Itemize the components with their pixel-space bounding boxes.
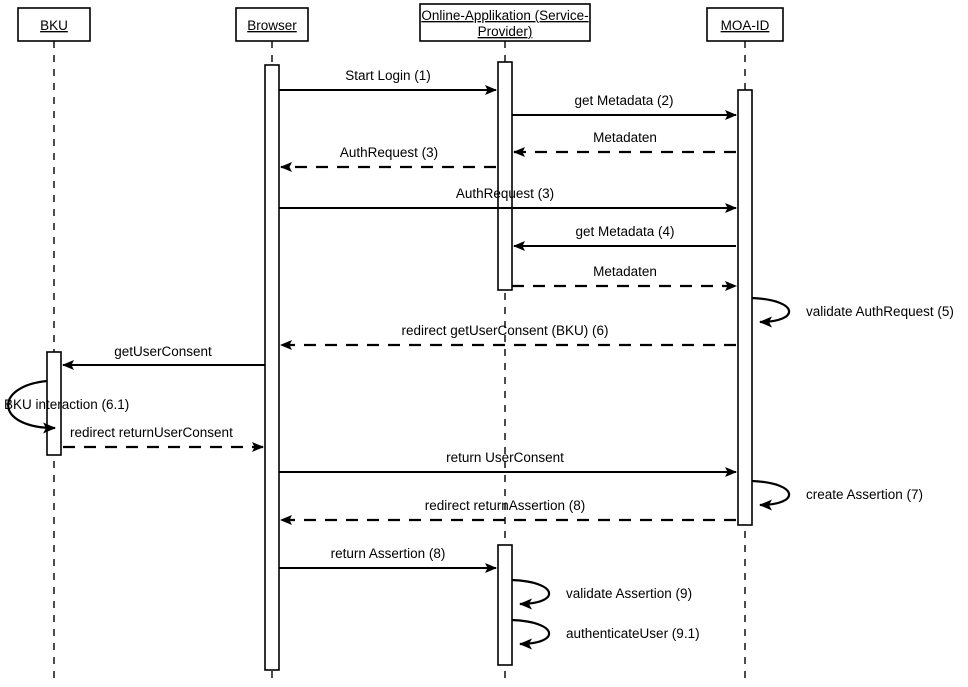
message-label-get-metadata-2: get Metadata (2) [574, 93, 673, 108]
activation-sp-second [497, 544, 513, 666]
participant-label-bku: BKU [40, 18, 68, 33]
message-label-redirect-getuserconsent: redirect getUserConsent (BKU) (6) [401, 323, 608, 338]
activation-moaid [737, 89, 753, 526]
participant-label-moaid: MOA-ID [721, 18, 770, 33]
participant-label-sp-line1: Online-Applikation (Service- [421, 8, 588, 23]
message-label-authrequest-3-to-browser: AuthRequest (3) [340, 145, 438, 160]
message-labels-group: Start Login (1) get Metadata (2) Metadat… [70, 68, 675, 561]
messages-group [62, 85, 737, 573]
message-label-redirect-returnassertion: redirect returnAssertion (8) [425, 498, 586, 513]
participant-box-sp [419, 3, 591, 42]
message-label-metadaten-1: Metadaten [593, 130, 657, 145]
selfloop-label-create-assertion: create Assertion (7) [806, 487, 923, 502]
selfloop-label-authenticate-user: authenticateUser (9.1) [566, 626, 700, 641]
participant-box-browser [235, 7, 309, 42]
message-label-get-metadata-4: get Metadata (4) [575, 224, 674, 239]
participant-box-bku [17, 7, 91, 42]
message-label-getuserconsent: getUserConsent [114, 344, 212, 359]
message-label-start-login: Start Login (1) [345, 68, 431, 83]
message-label-authrequest-3-to-moaid: AuthRequest (3) [456, 186, 554, 201]
selfloop-create-assertion [751, 479, 791, 511]
selfloop-authenticate-user [511, 618, 551, 650]
message-label-redirect-returnuserconsent: redirect returnUserConsent [70, 425, 233, 440]
participant-browser[interactable]: Browser [235, 7, 309, 42]
self-message-labels-group: validate AuthRequest (5) BKU interaction… [4, 304, 954, 641]
participant-sp[interactable]: Online-Applikation (Service- Provider) [419, 3, 591, 42]
self-message-loops-group [7, 296, 791, 650]
participant-box-moaid [706, 7, 784, 42]
message-label-return-userconsent: return UserConsent [446, 450, 564, 465]
activation-sp-first [497, 61, 513, 291]
activation-bars-group [46, 61, 753, 671]
participant-label-sp-line2: Provider) [478, 24, 533, 39]
participant-label-browser: Browser [247, 18, 297, 33]
activation-browser [264, 64, 280, 671]
participant-headers-group: BKU Browser Online-Applikation (Service-… [17, 3, 784, 42]
selfloop-validate-authrequest [751, 296, 791, 328]
participant-moaid[interactable]: MOA-ID [706, 7, 784, 42]
message-label-metadaten-2: Metadaten [593, 264, 657, 279]
selfloop-validate-assertion [511, 578, 551, 610]
selfloop-label-bku-interaction: BKU interaction (6.1) [4, 397, 129, 412]
message-label-return-assertion: return Assertion (8) [331, 546, 446, 561]
participant-bku[interactable]: BKU [17, 7, 91, 42]
selfloop-label-validate-assertion: validate Assertion (9) [566, 586, 692, 601]
selfloop-bku-interaction [7, 379, 56, 434]
selfloop-label-validate-authrequest: validate AuthRequest (5) [806, 304, 954, 319]
